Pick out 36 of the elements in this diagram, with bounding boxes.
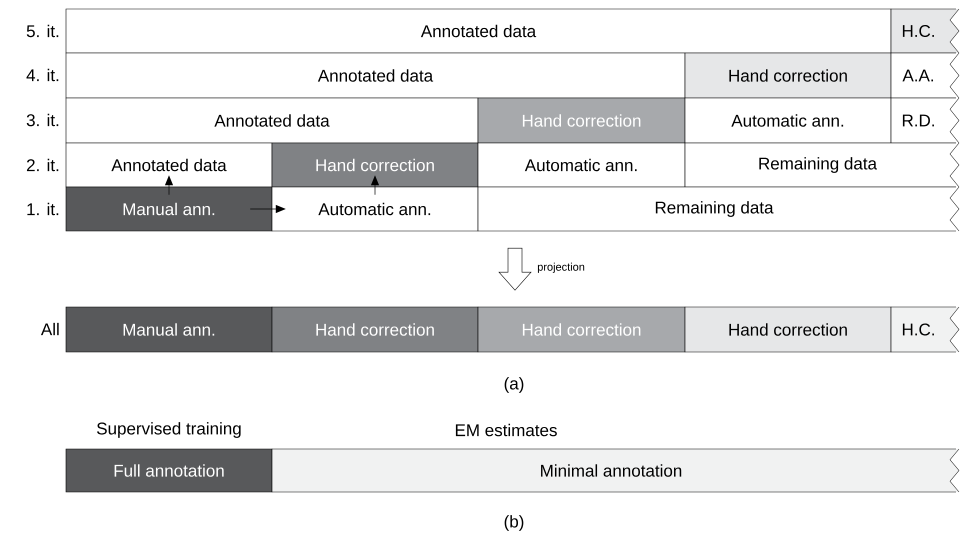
bar-segment: Hand correction <box>684 306 892 352</box>
bar-segment: Automatic ann. <box>272 186 478 232</box>
bar-segment: Annotated data <box>66 52 686 98</box>
node-label: Remaining data <box>759 157 878 173</box>
node-label: Remaining data <box>656 201 774 217</box>
bar-segment: Annotated data <box>66 142 272 188</box>
bar-segment: Minimal annotation <box>272 448 960 492</box>
bar-segment: Hand correction <box>272 306 478 352</box>
row-label: 3. it. <box>26 114 58 126</box>
row-label: 2. it. <box>26 158 58 172</box>
heading-label: EM estimates <box>456 424 557 436</box>
bar-segment: Hand correction <box>478 306 686 352</box>
bar-segment: Hand correction <box>684 52 892 98</box>
block-arrow <box>498 248 532 291</box>
caption-label: (a) <box>504 377 524 393</box>
heading-label: Supervised training <box>97 422 241 438</box>
bar-segment: Hand correction <box>478 98 686 144</box>
bar-segment: A.A. <box>890 52 960 98</box>
edge-label: projection <box>536 262 586 274</box>
bar-segment: Manual ann. <box>66 306 272 352</box>
row-label: 4. it. <box>26 68 58 82</box>
bar-segment: Annotated data <box>66 8 892 54</box>
row-label: 1. it. <box>27 202 58 216</box>
bar-segment: H.C. <box>890 306 960 352</box>
caption-label: (b) <box>504 515 524 531</box>
bar-segment: Full annotation <box>66 448 272 492</box>
bar-segment: H.C. <box>890 8 960 54</box>
row-label: 5. it. <box>26 24 58 38</box>
bar-segment: Manual ann. <box>66 186 272 232</box>
bar-segment: Remaining data <box>684 142 960 188</box>
node-label: A.A. <box>902 70 934 82</box>
bar-segment: Hand correction <box>272 142 478 188</box>
bar-segment: Automatic ann. <box>684 98 892 144</box>
bar-segment: R.D. <box>890 98 960 144</box>
node-label: R.D. <box>902 114 934 126</box>
bar-segment: Automatic ann. <box>478 142 686 188</box>
